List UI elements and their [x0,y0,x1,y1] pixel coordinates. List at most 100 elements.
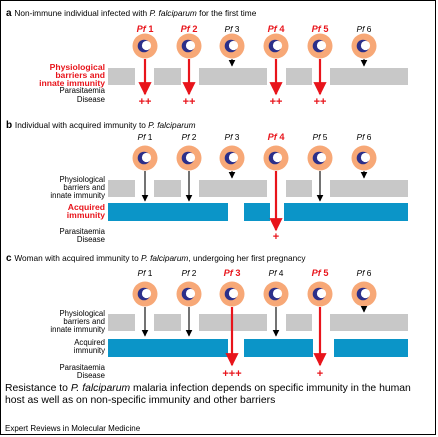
strain-number: 3 [235,268,240,278]
caption-species: P. falciparum [70,383,131,394]
strain-label: Pf 3 [225,24,240,34]
infected-erythrocyte-icon [132,281,158,307]
parasite-vacuole [185,288,196,299]
infected-erythrocyte-icon [263,33,289,59]
strain-number: 2 [192,268,197,278]
parasite-vacuole [360,152,371,163]
strain-label: Pf 1 [138,132,153,142]
infected-erythrocyte-icon [219,145,245,171]
panel-title: b Individual with acquired immunity to P… [6,120,196,131]
barrier-label: barriers and [63,183,105,192]
infected-erythrocyte-icon [307,33,333,59]
infected-erythrocyte-icon [176,145,202,171]
panel-letter: b [6,120,15,131]
strain-number: 3 [235,132,240,142]
panel-title-text: Individual with acquired immunity to [15,120,148,130]
strain-label: Pf 5 [313,132,328,142]
barrier-label: barriers and [63,317,105,326]
disease-mark: ++ [270,96,283,108]
parasite-vacuole [185,40,196,51]
strain-number: 4 [279,132,285,142]
disease-mark: +++ [222,368,241,380]
strain-number: 2 [192,132,197,142]
infected-erythrocyte-icon [219,281,245,307]
strain-prefix: Pf [225,24,235,34]
strain-number: 5 [323,24,328,34]
strain-label: Pf 2 [181,24,198,34]
parasite-vacuole [272,288,283,299]
infected-erythrocyte-icon [219,33,245,59]
strain-number: 5 [323,132,328,142]
strain-number: 3 [235,24,240,34]
barrier-bar [286,180,312,197]
infected-erythrocyte-icon [307,281,333,307]
strain-number: 6 [367,268,372,278]
parasite-vacuole [316,288,327,299]
strain-label: Pf 5 [312,24,329,34]
barrier-bar [330,180,408,197]
strain-prefix: Pf [313,132,323,142]
barrier-label: barriers and [55,70,105,80]
strain-number: 1 [148,268,153,278]
barrier-bar [108,314,135,331]
acquired-immunity-bar [108,203,228,221]
disease-mark: ++ [139,96,152,108]
parasite-vacuole [141,40,152,51]
barrier-label: Physiological [59,175,105,184]
panel-letter: c [6,253,14,264]
strain-prefix: Pf [268,132,280,142]
infected-erythrocyte-icon [263,145,289,171]
barrier-bar [199,180,267,197]
panel-title-suffix: , undergoing her first pregnancy [188,253,306,263]
figure-caption: Resistance to P. falciparum malaria infe… [5,383,433,407]
parasitaemia-label: Parasitaemia [59,227,105,236]
strain-number: 4 [279,268,284,278]
parasite-vacuole [360,40,371,51]
barrier-label: innate immunity [50,191,105,200]
panel-title-species: P. falciparum [148,120,195,130]
strain-label: Pf 3 [225,132,240,142]
panel-title-suffix: for the first time [197,8,257,18]
strain-label: Pf 2 [182,268,197,278]
infected-erythrocyte-icon [307,145,333,171]
strain-label: Pf 1 [138,268,153,278]
strain-label: Pf 4 [269,268,284,278]
strain-label: Pf 2 [182,132,197,142]
barrier-label: innate immunity [39,78,105,88]
strain-prefix: Pf [357,132,367,142]
parasitaemia-label: Parasitaemia [59,86,105,95]
parasite-vacuole [141,152,152,163]
infected-erythrocyte-icon [176,33,202,59]
strain-label: Pf 3 [224,268,241,278]
strain-number: 6 [367,24,372,34]
infected-erythrocyte-icon [351,33,377,59]
strain-prefix: Pf [357,268,367,278]
infected-erythrocyte-icon [263,281,289,307]
disease-mark: ++ [183,96,196,108]
strain-label: Pf 4 [268,132,286,142]
barrier-bar [330,68,408,85]
parasite-vacuole [228,288,239,299]
strain-prefix: Pf [268,24,280,34]
strain-label: Pf 4 [268,24,286,34]
strain-prefix: Pf [357,24,367,34]
strain-prefix: Pf [269,268,279,278]
strain-label: Pf 6 [357,268,372,278]
infected-erythrocyte-icon [351,145,377,171]
acquired-immunity-label: Acquired [68,202,105,212]
strain-prefix: Pf [225,132,235,142]
disease-label: Disease [77,235,105,244]
parasite-vacuole [316,152,327,163]
disease-mark: ++ [314,96,327,108]
parasite-vacuole [360,288,371,299]
acquired-immunity-bar [334,339,408,357]
strain-label: Pf 6 [357,132,372,142]
strain-prefix: Pf [224,268,236,278]
barrier-bar [108,180,135,197]
strain-prefix: Pf [138,268,148,278]
strain-prefix: Pf [182,268,192,278]
acquired-immunity-label: immunity [74,346,105,355]
panel-title: a Non-immune individual infected with P.… [6,8,257,19]
barrier-bar [108,68,135,85]
